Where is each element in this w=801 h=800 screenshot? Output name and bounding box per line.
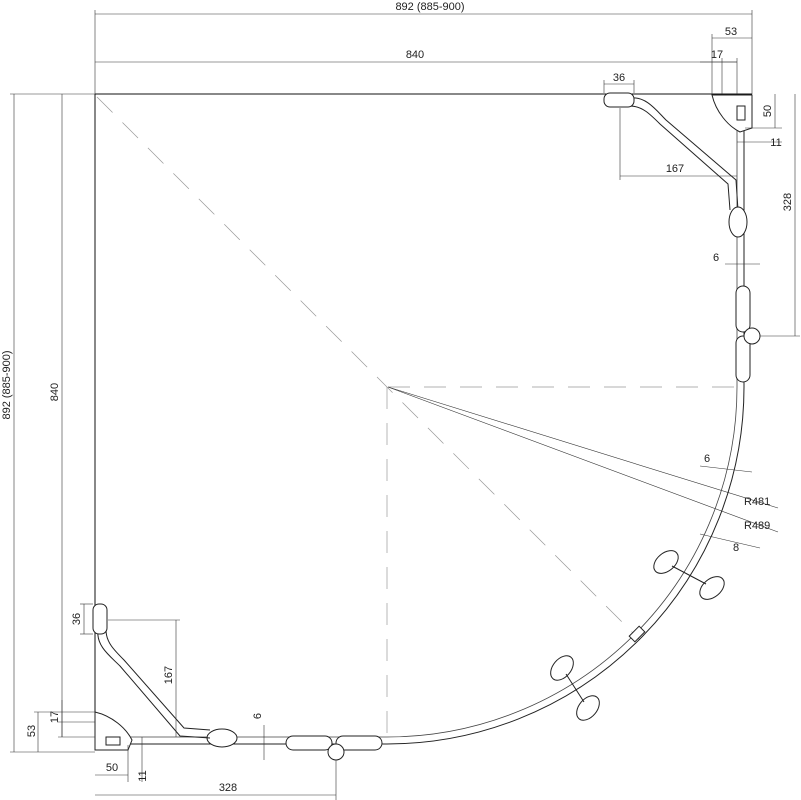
bracket-screw-bottom-left — [105, 736, 121, 746]
dim-bottom-6: 6 — [252, 713, 264, 719]
dim-top-840: 840 — [406, 49, 424, 61]
door-profile-right-upper — [735, 285, 751, 333]
handle-bar-left-inner — [105, 629, 211, 731]
door-profile-bottom-right — [335, 735, 383, 751]
handle-top — [603, 92, 635, 108]
dim-r489: R489 — [744, 520, 770, 532]
dim-right-11: 11 — [770, 137, 781, 149]
knob-arc-upper-b — [699, 576, 725, 600]
radius-leader-481 — [387, 386, 779, 509]
dim-right-50: 50 — [762, 105, 774, 117]
dim-left-overall: 892 (885-900) — [1, 350, 13, 419]
dim-arc-6: 6 — [704, 453, 710, 465]
dim-left-53: 53 — [26, 725, 38, 737]
handle-bar-top — [629, 97, 739, 211]
dim-left-36: 36 — [71, 613, 83, 625]
door-profile-right-lower — [735, 335, 751, 383]
glass-inner — [130, 128, 738, 738]
knob-arc-lower-b — [576, 695, 600, 721]
dim-right-6: 6 — [713, 252, 719, 264]
dim-right-167: 167 — [666, 163, 684, 175]
bracket-screw-top-right — [736, 105, 746, 121]
roller-bottom — [206, 728, 238, 748]
knob-arc-lower-a — [550, 655, 574, 681]
arc-joint-connector — [628, 625, 646, 643]
dim-top-overall: 892 (885-900) — [395, 1, 464, 13]
knob-arc-upper-a — [653, 550, 679, 574]
dim-left-840: 840 — [49, 383, 61, 401]
handle-bar-left — [97, 629, 211, 739]
dim-handle-36-top: 36 — [613, 72, 625, 84]
dim-right-328: 328 — [782, 193, 794, 211]
door-profile-bottom-left — [285, 735, 333, 751]
dim-left-17: 17 — [49, 711, 61, 723]
knob-arc-lower-stem — [565, 673, 585, 703]
dim-r481: R481 — [744, 496, 770, 508]
glass-outer — [130, 128, 745, 745]
dim-line-arc-6 — [699, 465, 753, 473]
radius-leader-489 — [387, 386, 779, 533]
dim-left-167: 167 — [163, 666, 175, 684]
dim-bottom-50: 50 — [106, 762, 118, 774]
dim-top-53: 53 — [725, 26, 737, 38]
wall-bracket-bottom-left — [94, 711, 133, 751]
dim-bottom-328: 328 — [219, 782, 237, 794]
dim-arc-8: 8 — [733, 542, 739, 554]
roller-top — [728, 206, 748, 238]
knob-arc-upper-stem — [671, 565, 707, 585]
door-knob-bottom — [327, 743, 345, 761]
center-line-diagonal — [96, 96, 641, 641]
handle-left — [92, 603, 108, 635]
dim-line-arc-8 — [699, 533, 761, 549]
dim-top-17: 17 — [711, 49, 723, 61]
handle-bar-top-inner — [629, 105, 731, 211]
door-knob-right — [743, 327, 761, 345]
dim-bottom-11: 11 — [137, 770, 149, 781]
wall-bracket-top-right — [711, 94, 753, 133]
